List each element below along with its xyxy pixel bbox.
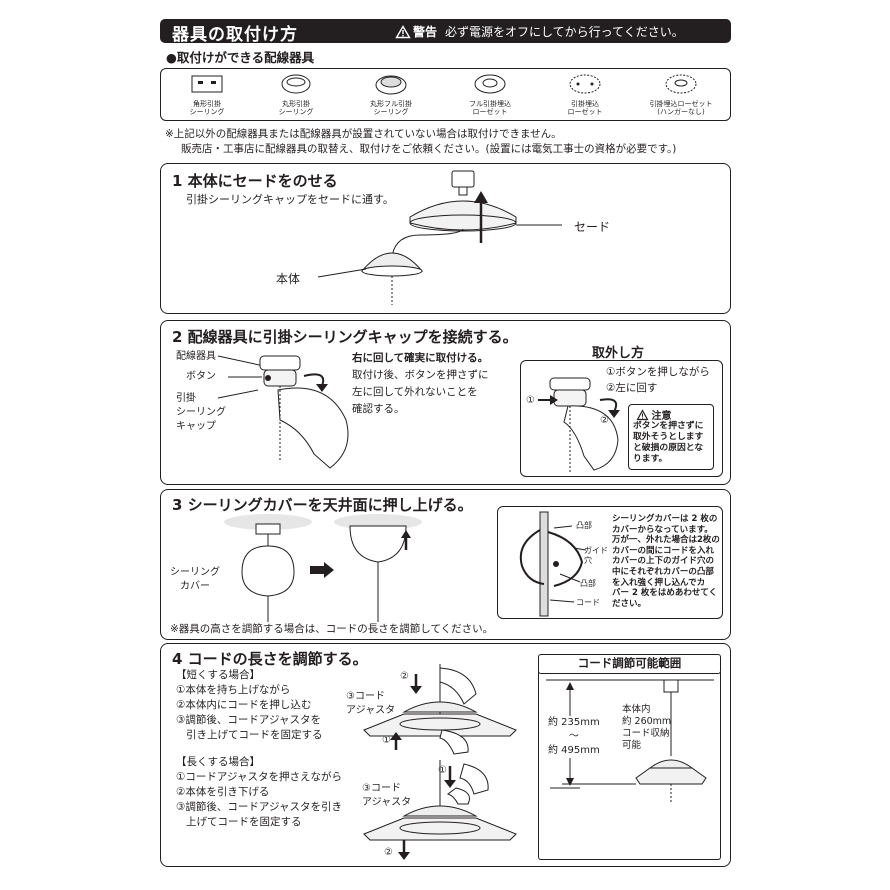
step3-label-cord: コード bbox=[576, 598, 600, 607]
removal-steps: ①ボタンを押しながら ②左に回す bbox=[606, 366, 710, 394]
step3-panel bbox=[160, 489, 731, 640]
fixtures-note: 販売店・工事店に配線器具の取替え、取付けをご依頼ください。(設置には電気工事士の… bbox=[181, 143, 677, 155]
caution-text: ボタンを押さずに 取外そうとします と破損の原因とな ります。 bbox=[633, 421, 704, 464]
caution-icon bbox=[636, 409, 649, 423]
fixture-full-embedded-rosette: フル引掛埋込ローゼット bbox=[462, 72, 518, 118]
fixture-embedded-rosette: 引掛埋込ローゼット bbox=[556, 72, 614, 118]
caution-header: 注意 bbox=[636, 407, 671, 423]
step4-panel bbox=[160, 643, 731, 867]
step3-footnote: ※器具の高さを調節する場合は、コードの長さを調節してください。 bbox=[170, 623, 494, 635]
step3-label-guide: ガイド穴 bbox=[584, 546, 608, 565]
fixture-square-ceiling: 角形引掛シーリング bbox=[182, 72, 232, 118]
step3-label-cover: シーリングカバー bbox=[170, 567, 220, 592]
range-illustration bbox=[546, 679, 714, 804]
removal-title: 取外し方 bbox=[592, 346, 645, 361]
range-inside-note: 本体内 約 260mm コード収納 可能 bbox=[622, 704, 672, 751]
step3-title: 3 シーリングカバーを天井面に押し上げる。 bbox=[172, 496, 473, 514]
embedded-rosette-icon bbox=[569, 74, 601, 94]
step4-long-mark-1: ① bbox=[438, 765, 447, 776]
fixtures-panel bbox=[160, 68, 731, 121]
step4-lengthen-illustration bbox=[363, 760, 517, 860]
embedded-rosette-no-hanger-icon bbox=[665, 74, 697, 94]
fixtures-heading: ●取付けができる配線器具 bbox=[166, 50, 315, 65]
fixture-label: フル引掛埋込ローゼット bbox=[469, 100, 511, 116]
square-ceiling-icon bbox=[191, 75, 223, 93]
step3-note: シーリングカバーは 2 枚の カバーからなっています。 万が一、外れた場合は2枚… bbox=[612, 514, 720, 609]
range-panel bbox=[538, 672, 721, 860]
step3-cover-illustration bbox=[224, 514, 422, 622]
fixture-label: 引掛埋込ローゼット(ハンガーなし) bbox=[649, 100, 713, 116]
embedded-rosette-icon bbox=[474, 74, 506, 94]
step4-short-instructions: 【短くする場合】 ①本体を持ち上げながら ②本体内にコードを押し込む ③調節後、… bbox=[176, 669, 323, 741]
step2-desc: 右に回して確実に取付ける。 取付け後、ボタンを押さずに 左に回して外れないことを… bbox=[352, 352, 489, 415]
warning-label: 警告 bbox=[413, 25, 438, 39]
fixture-label: 丸形引掛シーリング bbox=[278, 100, 314, 116]
step2-label-button: ボタン bbox=[186, 371, 216, 382]
page-title: 器具の取付け方 bbox=[172, 25, 298, 45]
step2-title: 2 配線器具に引掛シーリングキャップを接続する。 bbox=[172, 328, 518, 346]
fixture-label: 角形引掛シーリング bbox=[189, 100, 225, 116]
warning-text: 必ず電源をオフにしてから行ってください。 bbox=[445, 25, 684, 39]
step1-panel bbox=[160, 163, 731, 314]
step2-connect-illustration bbox=[217, 355, 349, 469]
fixtures-note: ※上記以外の配線器具または配線器具が設置されていない場合は取付けできません。 bbox=[165, 128, 562, 140]
step4-long-mark-2: ② bbox=[384, 847, 393, 858]
warning-icon bbox=[395, 25, 411, 41]
removal-illustration bbox=[538, 377, 620, 474]
removal-mark-1: ① bbox=[526, 395, 535, 406]
round-ceiling-icon bbox=[281, 74, 311, 94]
step3-cover-detail-illustration bbox=[519, 511, 587, 617]
step3-label-concave: 凸部 bbox=[580, 579, 596, 588]
step4-title: 4 コードの長さを調節する。 bbox=[172, 650, 368, 668]
range-title: コード調節可能範囲 bbox=[538, 654, 721, 674]
step4-long-adjuster: ③コードアジャスタ bbox=[362, 783, 412, 808]
step2-panel bbox=[160, 320, 731, 485]
step4-long-instructions: 【長くする場合】 ①コードアジャスタを押さえながら ②本体を引き下げる ③調節後… bbox=[176, 756, 342, 828]
warning-banner: 警告必ず電源をオフにしてから行ってください。 bbox=[395, 23, 684, 41]
step1-label-shade: セード bbox=[574, 220, 611, 234]
step1-desc: 引掛シーリングキャップをセードに通す。 bbox=[186, 193, 394, 206]
step1-label-body: 本体 bbox=[276, 272, 301, 286]
full-round-ceiling-icon bbox=[375, 75, 407, 95]
fixture-round-ceiling: 丸形引掛シーリング bbox=[271, 72, 321, 118]
step3-detail-panel bbox=[497, 506, 723, 619]
step4-short-adjuster: ③コードアジャスタ bbox=[346, 691, 396, 716]
step1-shade-illustration bbox=[317, 170, 562, 305]
step3-label-convex: 凸部 bbox=[576, 521, 592, 530]
step4-shorten-illustration bbox=[363, 664, 517, 755]
header-bar: 器具の取付け方 警告必ず電源をオフにしてから行ってください。 bbox=[160, 19, 731, 45]
step4-short-mark-2: ② bbox=[400, 671, 409, 682]
removal-panel bbox=[520, 360, 723, 477]
step1-title: 1 本体にセードをのせる bbox=[172, 172, 338, 190]
range-values: 約 235mm 〜 約 495mm bbox=[548, 716, 600, 758]
removal-mark-2: ② bbox=[600, 415, 609, 426]
fixture-embedded-rosette-no-hanger: 引掛埋込ローゼット(ハンガーなし) bbox=[646, 72, 716, 118]
step2-label-cap: 引掛シーリングキャップ bbox=[176, 393, 226, 432]
step2-label-fixture: 配線器具 bbox=[176, 351, 216, 362]
caution-box: 注意 ボタンを押さずに 取外そうとします と破損の原因とな ります。 bbox=[628, 404, 714, 470]
fixture-label: 丸形フル引掛シーリング bbox=[370, 100, 412, 116]
step4-short-mark-1: ① bbox=[382, 735, 391, 746]
fixture-label: 引掛埋込ローゼット bbox=[567, 100, 603, 116]
fixture-full-round-ceiling: 丸形フル引掛シーリング bbox=[366, 72, 416, 118]
